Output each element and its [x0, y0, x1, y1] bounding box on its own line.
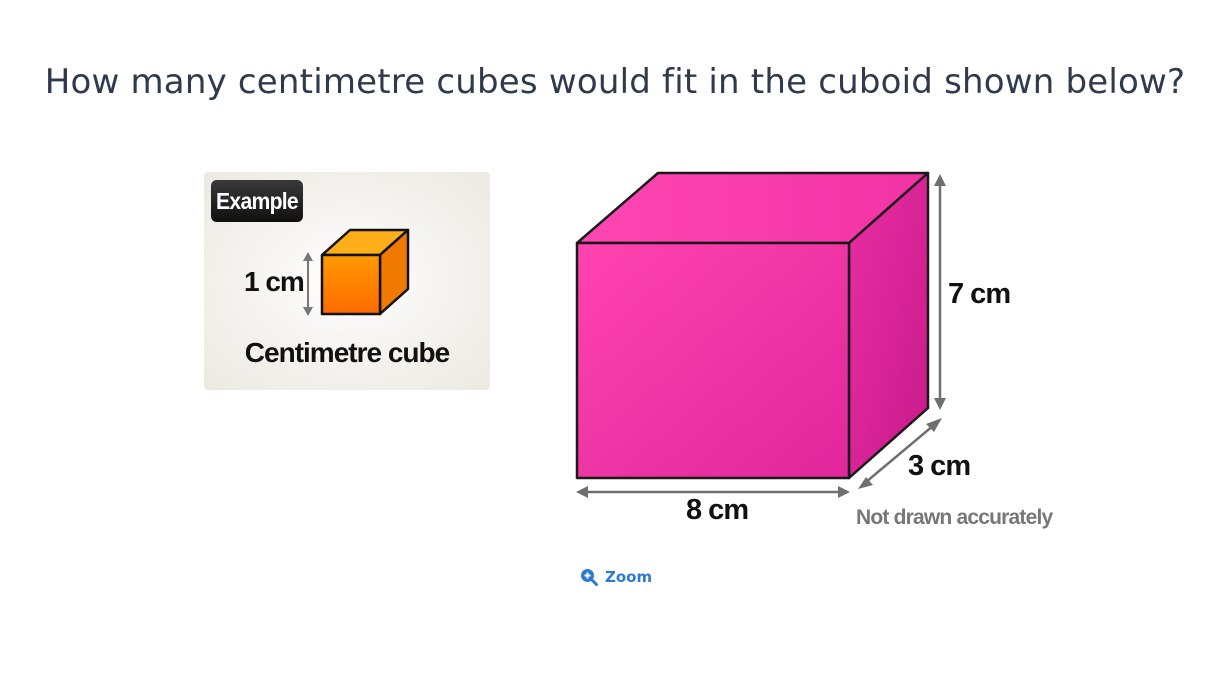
question-text: How many centimetre cubes would fit in t… — [44, 62, 1186, 102]
example-badge: Example — [211, 180, 303, 222]
example-card: Example 1 cm Centimetre cube — [204, 172, 490, 390]
depth-arrow — [858, 418, 942, 489]
zoom-button[interactable]: Zoom — [580, 568, 652, 586]
unit-arrow — [303, 252, 313, 316]
length-label: 8 cm — [686, 494, 749, 526]
length-arrow — [576, 486, 850, 498]
depth-label: 3 cm — [908, 450, 971, 482]
zoom-in-icon — [581, 569, 598, 586]
cuboid-diagram — [575, 171, 946, 498]
height-arrow — [934, 174, 946, 410]
cuboid-front-face — [575, 241, 851, 480]
zoom-label: Zoom — [605, 568, 653, 586]
centimetre-cube-illustration — [303, 228, 410, 316]
cuboid — [575, 171, 930, 480]
height-label: 7 cm — [948, 278, 1011, 310]
not-drawn-accurately-note: Not drawn accurately — [856, 506, 1053, 529]
centimetre-cube-caption: Centimetre cube — [244, 337, 450, 368]
unit-length-label: 1 cm — [244, 266, 305, 297]
small-cube — [320, 228, 410, 316]
